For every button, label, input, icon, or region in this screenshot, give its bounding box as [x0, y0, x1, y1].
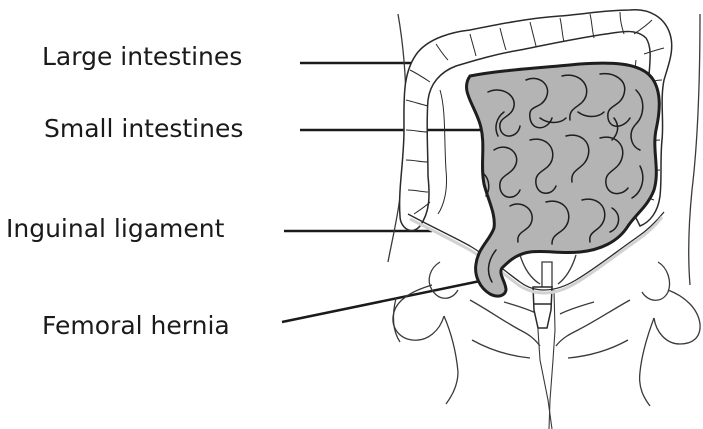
label-femoral-hernia: Femoral hernia	[42, 313, 230, 338]
label-inguinal-ligament: Inguinal ligament	[6, 216, 224, 241]
pelvis-bones	[393, 255, 700, 406]
leader-line-femoral-hernia	[282, 280, 485, 322]
label-large-intestines: Large intestines	[42, 44, 242, 69]
label-small-intestines: Small intestines	[44, 116, 243, 141]
small-intestines	[467, 63, 660, 296]
